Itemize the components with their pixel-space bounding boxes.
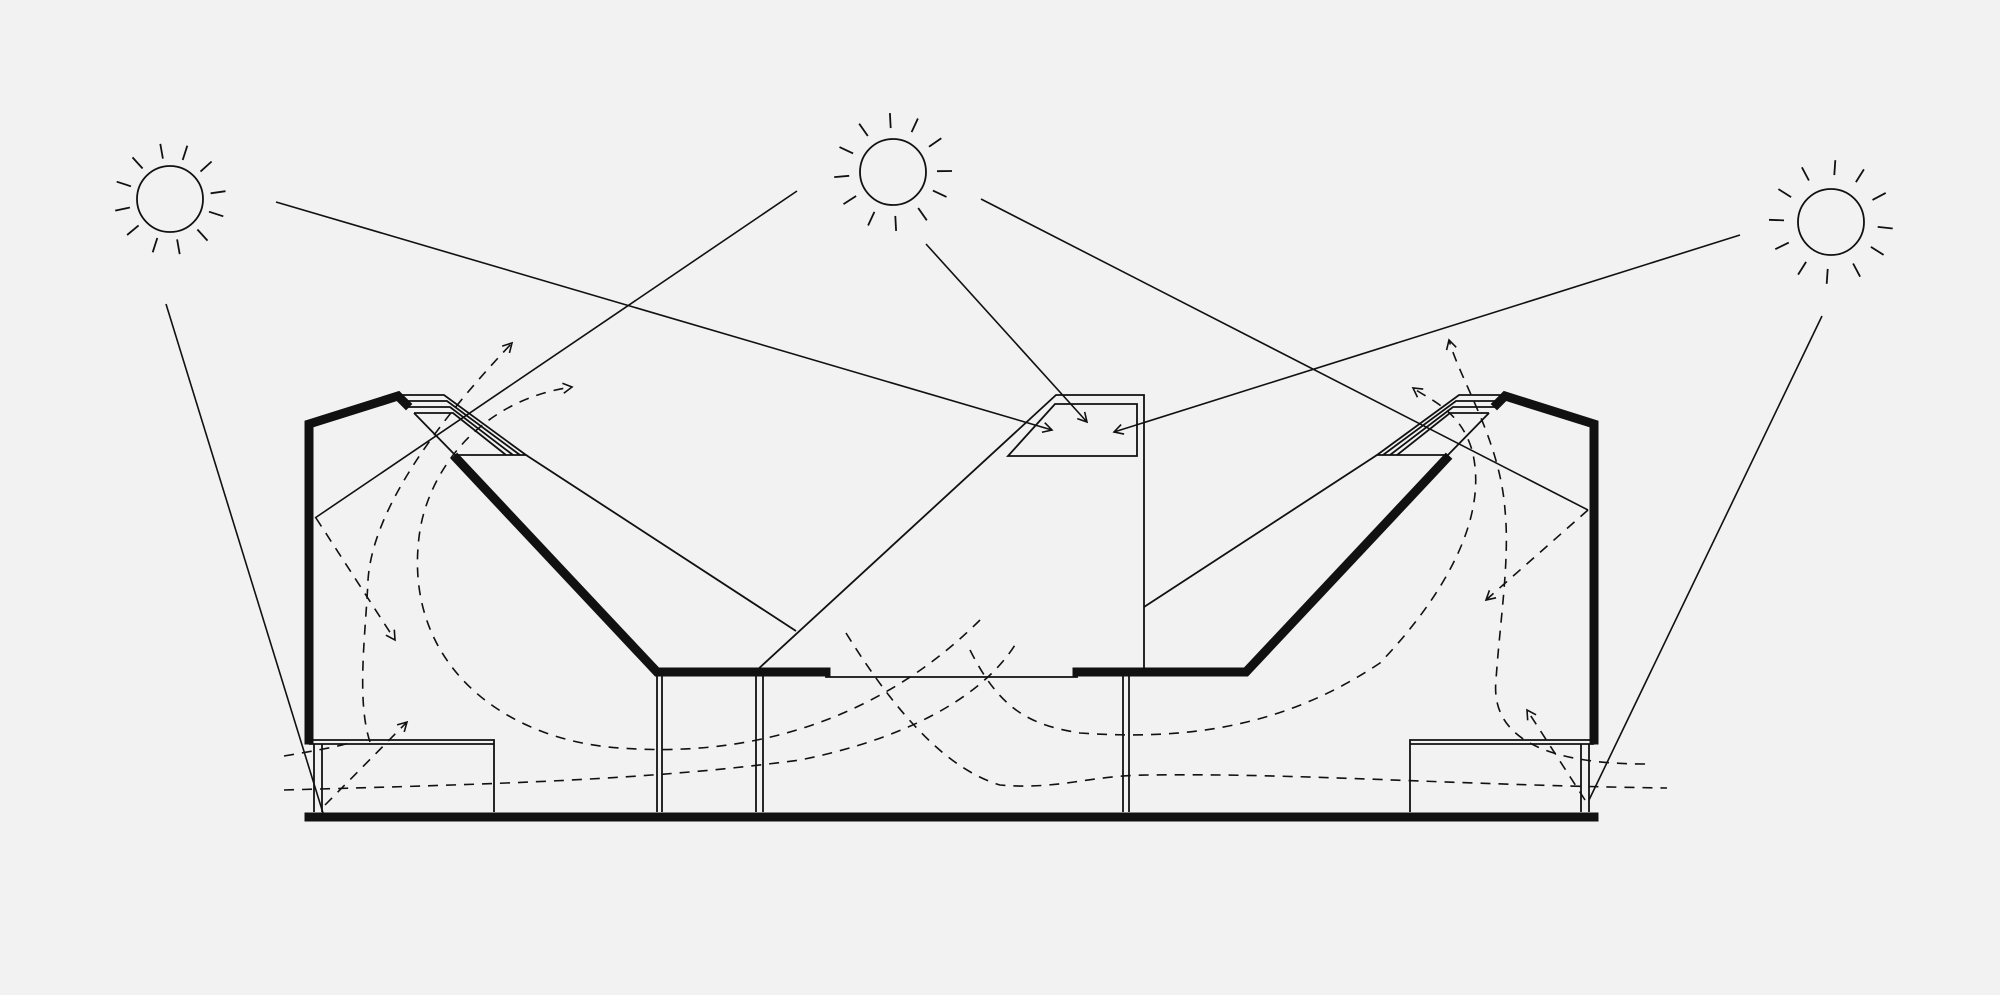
- sun-ray: [126, 224, 140, 236]
- ray-center-down-left: [314, 190, 798, 519]
- sun-ray: [181, 145, 189, 161]
- sun-right-icon: [1768, 160, 1893, 284]
- sun-ray: [210, 190, 226, 195]
- sun-ray: [1877, 226, 1893, 230]
- sun-center-icon: [834, 113, 953, 231]
- sun-ray: [1872, 192, 1887, 201]
- airflow-left-ground: [283, 741, 353, 757]
- airflow-paths: [283, 338, 1668, 806]
- central-skylight: [755, 394, 1145, 672]
- left-low-volume: [309, 739, 495, 812]
- airflow-center-right: [969, 387, 1477, 736]
- sun-ray: [1777, 188, 1792, 198]
- interior-ray-right: [1143, 454, 1378, 608]
- left-inner-slope: [450, 452, 831, 677]
- sun-ray: [1825, 268, 1829, 284]
- sun-ray: [115, 206, 131, 212]
- right-inner-slope: [1072, 452, 1453, 677]
- sun-ray: [843, 195, 857, 205]
- right-low-volume: [1409, 739, 1594, 812]
- sun-ray: [834, 174, 850, 178]
- sun-ray: [867, 211, 876, 226]
- sun-ray: [208, 210, 224, 218]
- ray-center-down-right: [980, 198, 1589, 511]
- sun-ray: [894, 215, 897, 231]
- sun-ray: [1833, 160, 1837, 176]
- sun-ray: [131, 156, 144, 170]
- sun-ray: [196, 228, 209, 242]
- sun-ray: [839, 146, 854, 155]
- airflow-right-1: [1445, 338, 1646, 765]
- sun-ray: [199, 160, 213, 173]
- left-louvers: [398, 394, 529, 458]
- left-outer-wall: [304, 390, 413, 745]
- ray-right-to-skylight: [1112, 234, 1741, 435]
- airflow-left-entry: [324, 720, 409, 806]
- sun-ray: [1852, 263, 1861, 278]
- airflow-center: [845, 632, 1668, 789]
- sun-ray: [889, 113, 892, 129]
- airflow-left-1: [361, 341, 514, 743]
- building-section: [304, 390, 1599, 822]
- interior-ray-left: [525, 454, 797, 632]
- skylight-glazing: [1005, 403, 1138, 457]
- columns: [656, 676, 1130, 812]
- ray-left-steep: [165, 303, 324, 814]
- sun-ray: [1801, 166, 1810, 181]
- sun-ray: [176, 239, 181, 255]
- sunken-court: [825, 672, 1078, 678]
- sun-ray: [1855, 168, 1865, 183]
- sunlight-rays: [165, 190, 1823, 814]
- airflow-left-2: [416, 382, 981, 751]
- sun-ray: [1797, 261, 1807, 276]
- ray-left-to-skylight: [275, 201, 1054, 434]
- airflow-left-long: [283, 644, 1016, 791]
- airflow-left-diag: [315, 517, 396, 642]
- right-outer-wall: [1490, 390, 1599, 745]
- sun-ray: [151, 237, 159, 253]
- sun-ray: [910, 118, 919, 133]
- sun-ray: [932, 189, 947, 198]
- sun-ray: [928, 137, 942, 148]
- sun-left-icon: [115, 143, 226, 255]
- sun-ray: [1768, 218, 1785, 222]
- sun-ray: [116, 180, 132, 188]
- ray-right-steep: [1588, 315, 1823, 801]
- sun-ray: [159, 143, 164, 159]
- sun-ray: [858, 123, 869, 137]
- ray-center-to-skylight: [925, 243, 1089, 424]
- sun-ray: [1774, 241, 1790, 251]
- airflow-right-diag: [1484, 509, 1589, 602]
- sun-ray: [1870, 246, 1885, 256]
- sun-ray: [917, 207, 928, 221]
